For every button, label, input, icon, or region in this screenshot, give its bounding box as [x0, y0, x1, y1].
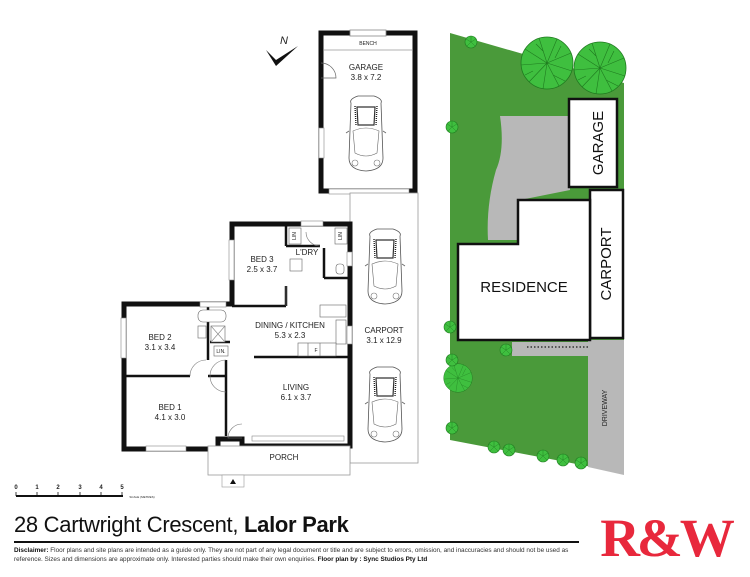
- bed1-size: 4.1 x 3.0: [155, 413, 186, 422]
- site-plan: GARAGE CARPORT RESIDENCE DRIVEWAY: [443, 33, 627, 475]
- bench-label: BENCH: [359, 41, 377, 47]
- shrub-icon: [487, 440, 501, 454]
- shrub-icon: [445, 421, 459, 435]
- site-residence: RESIDENCE: [456, 198, 592, 342]
- carport-size: 3.1 x 12.9: [366, 336, 402, 345]
- shrub-icon: [574, 456, 588, 470]
- svg-text:CARPORT: CARPORT: [598, 227, 615, 300]
- tree-icon: [520, 36, 574, 90]
- bed3-label: BED 3: [250, 255, 274, 264]
- porch-label: PORCH: [270, 453, 299, 462]
- dining-kitchen-size: 5.3 x 2.3: [275, 331, 306, 340]
- shrub-icon: [443, 320, 457, 334]
- tree-icon: [443, 363, 473, 393]
- svg-text:3: 3: [78, 485, 82, 491]
- garage-room: [318, 29, 418, 195]
- paving-area: [487, 116, 570, 240]
- shrub-icon: [445, 353, 459, 367]
- svg-text:1: 1: [35, 485, 39, 491]
- divider: [14, 541, 579, 543]
- dining-kitchen-label: DINING / KITCHEN: [255, 321, 325, 330]
- svg-text:N: N: [280, 35, 288, 47]
- property-address: 28 Cartwright Crescent, Lalor Park: [14, 512, 584, 538]
- tree-icon: [573, 41, 627, 95]
- linen-label: LIN.: [216, 349, 225, 355]
- driveway-area: [588, 340, 624, 475]
- fridge-label: F: [314, 348, 317, 354]
- svg-text:SCALE (METRES): SCALE (METRES): [129, 495, 154, 499]
- bed3-size: 2.5 x 3.7: [247, 265, 278, 274]
- bed2-label: BED 2: [148, 333, 172, 342]
- living-size: 6.1 x 3.7: [281, 393, 312, 402]
- address-suburb: Lalor Park: [244, 512, 349, 537]
- shrub-icon: [536, 449, 550, 463]
- carport-label: CARPORT: [365, 326, 404, 335]
- driveway-label: DRIVEWAY: [602, 389, 609, 426]
- svg-text:5: 5: [120, 485, 124, 491]
- svg-text:0: 0: [14, 485, 18, 491]
- svg-text:RESIDENCE: RESIDENCE: [480, 279, 568, 296]
- disclaimer-text: Floor plans and site plans are intended …: [14, 547, 569, 563]
- north-arrow-icon: N: [266, 35, 298, 66]
- bed2-size: 3.1 x 3.4: [145, 343, 176, 352]
- address-street: 28 Cartwright Crescent,: [14, 512, 239, 537]
- shrub-icon: [464, 35, 478, 49]
- site-garage: GARAGE: [567, 97, 619, 189]
- agency-logo: R&W: [600, 508, 735, 568]
- site-carport: CARPORT: [588, 188, 625, 340]
- floor-plan: N: [14, 29, 419, 499]
- linen-label: LIN: [292, 232, 298, 240]
- svg-text:4: 4: [99, 485, 103, 491]
- laundry-label: L'DRY: [296, 248, 319, 257]
- shrub-icon: [499, 343, 513, 357]
- plan-credit: Floor plan by : Sync Studios Pty Ltd: [315, 556, 428, 563]
- disclaimer-label: Disclaimer:: [14, 547, 49, 554]
- shrub-icon: [556, 453, 570, 467]
- linen-label: LIN: [338, 232, 344, 240]
- garage-size: 3.8 x 7.2: [351, 73, 382, 82]
- shrub-icon: [502, 443, 516, 457]
- porch-area: [207, 445, 351, 488]
- scale-bar: 0 1 2 3 4 5 SCALE (METRES): [14, 485, 154, 499]
- svg-text:GARAGE: GARAGE: [590, 111, 607, 175]
- living-label: LIVING: [283, 383, 309, 392]
- bed1-label: BED 1: [158, 403, 182, 412]
- garage-label: GARAGE: [349, 63, 383, 72]
- disclaimer: Disclaimer: Floor plans and site plans a…: [14, 546, 584, 564]
- svg-text:2: 2: [56, 485, 60, 491]
- shrub-icon: [445, 120, 459, 134]
